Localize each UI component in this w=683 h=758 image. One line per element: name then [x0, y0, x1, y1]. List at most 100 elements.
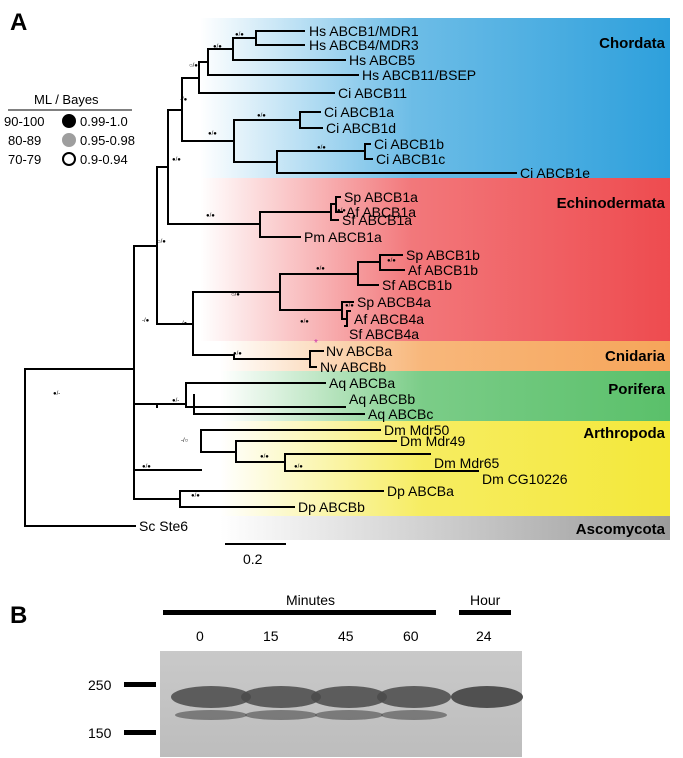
leaf-label: Ci ABCB1e: [520, 165, 590, 181]
leaf-label: Ci ABCB1a: [324, 104, 394, 120]
panel-b-label: B: [10, 602, 27, 629]
marker-label-150: 150: [88, 725, 112, 741]
leaf-label: Af ABCB1b: [408, 262, 478, 278]
minutes-header: Minutes: [286, 592, 335, 608]
leaf-label: Af ABCB1a: [346, 204, 416, 220]
node-support: ●/●: [191, 493, 200, 499]
clade-band-cnidaria: [220, 341, 670, 371]
node-support: ●/●: [172, 157, 181, 163]
node-support: ●/●: [317, 145, 326, 151]
node-support: ○/●: [231, 292, 240, 298]
leaf-label: Aq ABCBc: [368, 406, 433, 422]
band-lower: [175, 710, 247, 720]
clade-label-echinodermata: Echinodermata: [557, 195, 666, 212]
timepoint-label: 15: [263, 628, 279, 644]
node-support: ●/-: [172, 398, 179, 404]
band-upper: [451, 686, 523, 708]
leaf-label: Aq ABCBa: [329, 375, 395, 391]
band-lower: [381, 710, 447, 720]
clade-label-arthropoda: Arthropoda: [583, 425, 665, 442]
node-support: ●/●: [142, 464, 151, 470]
leaf-label: Dp ABCBa: [387, 483, 454, 499]
leaf-label: Hs ABCB1/MDR1: [309, 23, 419, 39]
node-support: ○/●: [157, 239, 166, 245]
timepoint-label: 60: [403, 628, 419, 644]
band-upper: [311, 686, 387, 708]
clade-band-echinodermata: [200, 178, 670, 341]
leaf-label: Sp ABCB4a: [357, 294, 431, 310]
legend-dot-black: [62, 114, 76, 128]
legend-ml-range: 70-79: [8, 152, 41, 167]
clade-band-arthropoda: [220, 421, 670, 516]
node-support: -/●: [180, 97, 188, 103]
leaf-label: Dp ABCBb: [298, 499, 365, 515]
leaf-label: Sf ABCB1b: [382, 277, 452, 293]
leaf-label: Ci ABCB1b: [374, 136, 444, 152]
node-support: ●/●: [387, 258, 396, 264]
node-support: ●/●: [233, 351, 242, 357]
node-support: ●/●: [257, 113, 266, 119]
band-lower: [245, 710, 317, 720]
asterisk-mark: *: [314, 338, 318, 349]
node-support: ●/●: [316, 266, 325, 272]
clade-band-ascomycota: [220, 516, 670, 540]
leaf-label: Dm Mdr50: [384, 422, 450, 438]
legend-ml-range: 90-100: [4, 114, 44, 129]
leaf-label: Nv ABCBa: [326, 343, 392, 359]
panel-a-label: A: [10, 9, 27, 36]
timepoint-label: 24: [476, 628, 492, 644]
leaf-label: Hs ABCB11/BSEP: [362, 67, 476, 83]
node-supports: ●/● ●/● ○/● -/● ●/● ●/● ●/● ●/● ●/● ●/● …: [53, 32, 396, 499]
legend-dot-grey: [62, 133, 76, 147]
node-support: ●/●: [206, 213, 215, 219]
clade-label-chordata: Chordata: [599, 35, 665, 52]
legend-dot-white: [62, 152, 76, 166]
legend-bayes-range: 0.9-0.94: [80, 152, 128, 167]
leaf-label: Dm CG10226: [482, 471, 568, 487]
node-support: ●/●: [345, 303, 354, 309]
node-support: ●/●: [294, 464, 303, 470]
legend-ml-range: 80-89: [8, 133, 41, 148]
node-support: ●/-: [53, 391, 60, 397]
node-support: -/●: [180, 321, 188, 327]
node-support: ●/●: [208, 131, 217, 137]
support-legend: ML / Bayes 90-100 0.99-1.0 80-89 0.95-0.…: [4, 92, 135, 167]
scale-bar-label: 0.2: [243, 551, 263, 567]
leaf-label: Sf ABCB1a: [342, 212, 412, 228]
leaf-label: Dm Mdr49: [400, 433, 466, 449]
node-support: ●/●: [235, 32, 244, 38]
leaf-label: Sp ABCB1a: [344, 189, 418, 205]
timepoint-label: 0: [196, 628, 204, 644]
node-support: ●/●: [300, 319, 309, 325]
leaf-label: Ci ABCB1d: [326, 120, 396, 136]
clade-label-porifera: Porifera: [608, 381, 665, 398]
node-support: ●/●: [260, 454, 269, 460]
leaf-label: Aq ABCBb: [349, 391, 415, 407]
tree-branches: [24, 30, 517, 527]
node-support: ○/●: [189, 63, 198, 69]
marker-label-250: 250: [88, 677, 112, 693]
band-upper: [171, 686, 251, 708]
clade-label-cnidaria: Cnidaria: [605, 348, 666, 365]
legend-header: ML / Bayes: [34, 92, 99, 107]
blot-bands: [171, 686, 523, 720]
band-upper: [377, 686, 451, 708]
clade-label-ascomycota: Ascomycota: [576, 521, 666, 538]
legend-bayes-range: 0.95-0.98: [80, 133, 135, 148]
node-support: -/●: [142, 318, 150, 324]
legend-bayes-range: 0.99-1.0: [80, 114, 128, 129]
clade-band-porifera: [220, 371, 670, 421]
marker-tick-150: [124, 730, 156, 735]
minutes-bracket: [163, 610, 436, 615]
leaf-label: Af ABCB4a: [354, 311, 424, 327]
leaf-label: Hs ABCB5: [349, 52, 415, 68]
leaf-label: Pm ABCB1a: [304, 229, 382, 245]
band-upper: [241, 686, 321, 708]
node-support: ●/●: [213, 44, 222, 50]
timepoint-label: 45: [338, 628, 354, 644]
marker-tick-250: [124, 682, 156, 687]
leaf-label: Dm Mdr65: [434, 455, 500, 471]
band-lower: [315, 710, 383, 720]
node-support: ●/●: [337, 208, 346, 214]
